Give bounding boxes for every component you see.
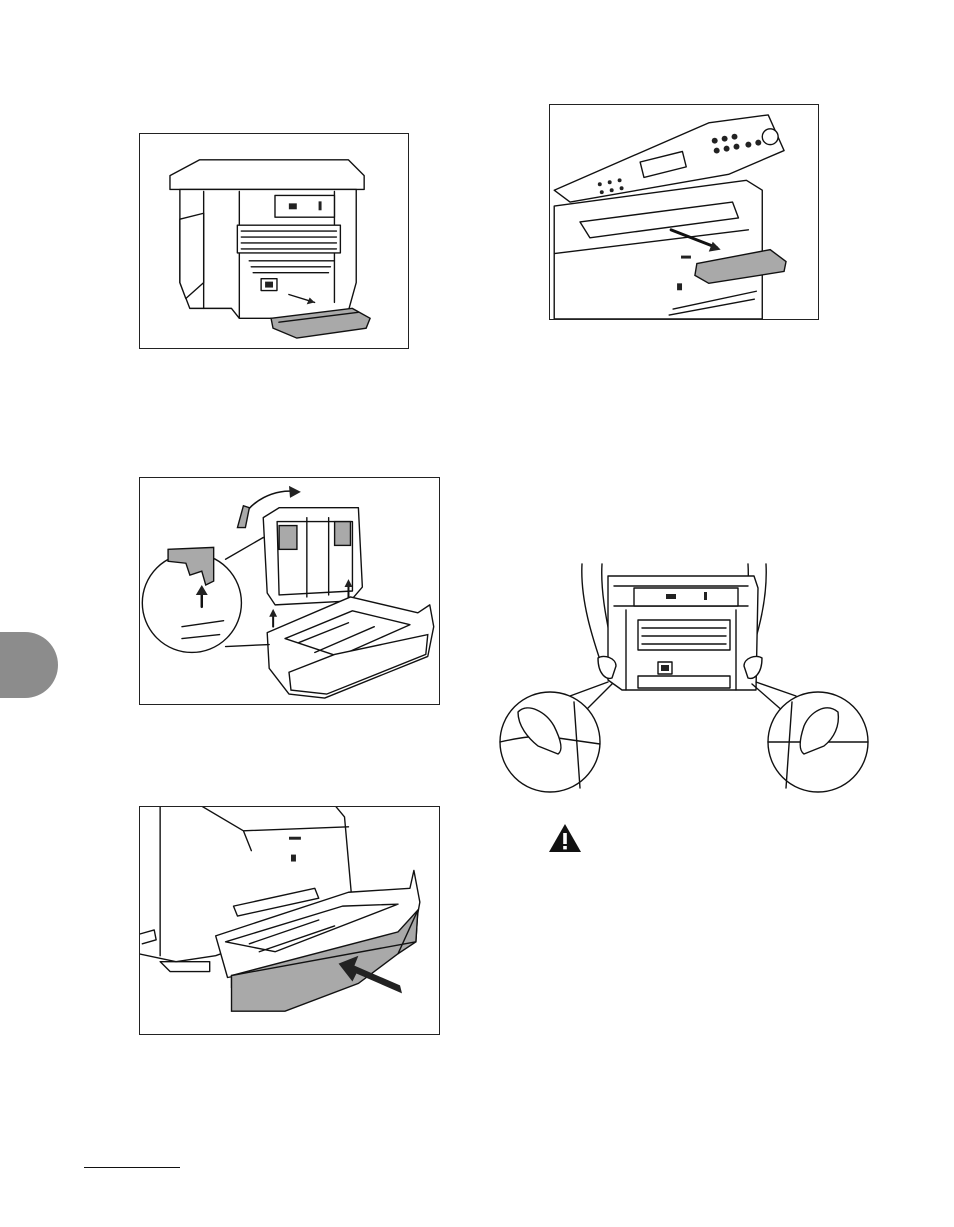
- footer-rule: [84, 1167, 180, 1168]
- warning-triangle-icon: [548, 822, 582, 854]
- figure-machine-lift: [498, 562, 870, 798]
- cassette-insertion-illustration: [140, 807, 439, 1034]
- figure-output-tray-removal: [549, 104, 819, 320]
- cassette-cover-illustration: [140, 478, 439, 704]
- rear-cover-illustration: [140, 134, 408, 348]
- chapter-tab: [0, 632, 58, 698]
- figure-rear-cover-removal: [139, 133, 409, 349]
- figure-cassette-cover-lift: [139, 477, 440, 705]
- machine-lift-illustration: [498, 562, 870, 798]
- output-tray-illustration: [550, 105, 818, 319]
- figure-cassette-insertion: [139, 806, 440, 1035]
